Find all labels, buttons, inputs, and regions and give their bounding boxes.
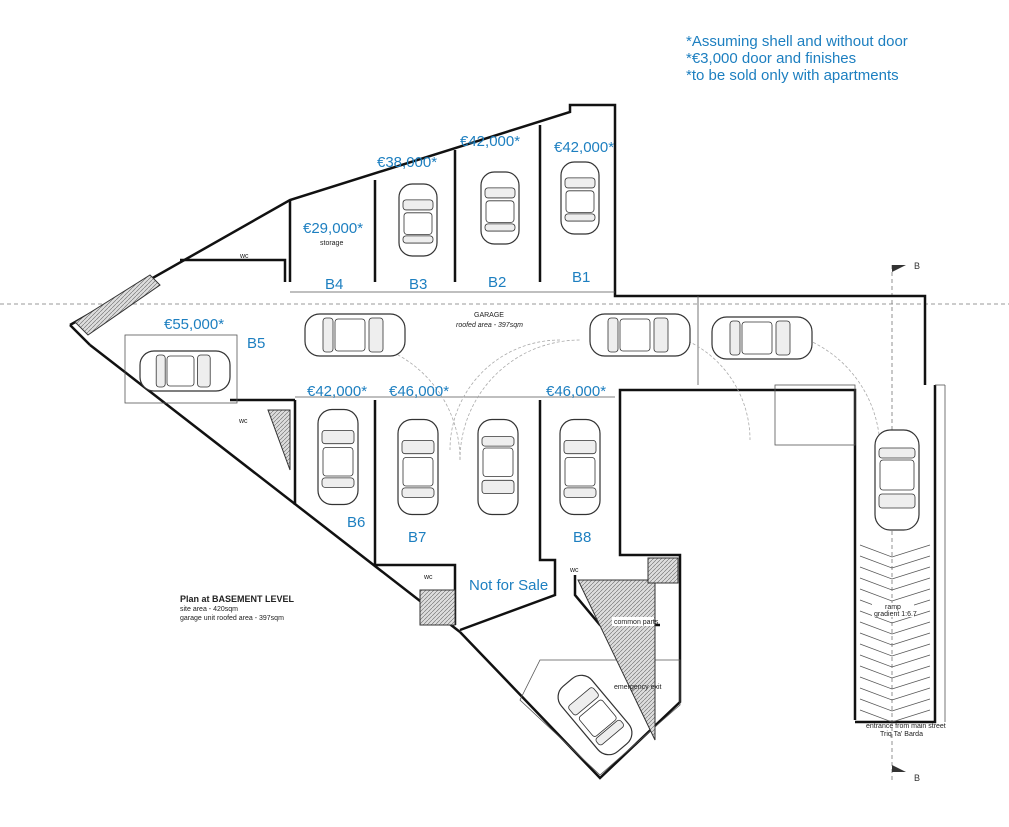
price-b6: €42,000* [307, 383, 367, 400]
lift-hatch [647, 557, 679, 584]
shaft-hatch [419, 589, 456, 626]
ramp-chevron [859, 610, 931, 624]
entrance-label: entrance from main street [866, 723, 946, 730]
site-area: site area - 420sqm [180, 606, 238, 613]
car-icon [398, 183, 438, 257]
section-marker: B [914, 773, 920, 783]
emergency-exit-label: emergency exit [614, 684, 662, 691]
car-icon [559, 418, 601, 516]
ramp-chevron [859, 654, 931, 668]
car-icon [874, 429, 920, 531]
price-b8: €46,000* [546, 383, 606, 400]
ramp-chevron [859, 544, 931, 558]
bay-label-b8: B8 [573, 529, 591, 546]
shaft-hatch [267, 409, 291, 471]
price-b2: €42,000* [460, 133, 520, 150]
bay-label-b4: B4 [325, 276, 343, 293]
wc-label: wc [423, 574, 433, 581]
stair-hatch [74, 274, 161, 336]
car-icon [711, 316, 813, 360]
ramp-chevron [859, 566, 931, 580]
section-arrow-icon [892, 265, 906, 272]
ramp-chevron [859, 588, 931, 602]
car-icon [480, 171, 520, 245]
car-icon [589, 313, 691, 357]
bay-label-b6: B6 [347, 514, 365, 531]
price-b7: €46,000* [389, 383, 449, 400]
wc-label: wc [569, 567, 579, 574]
car-icon [560, 161, 600, 235]
ramp-chevron [859, 676, 931, 690]
bay-label-b7: B7 [408, 529, 426, 546]
ramp-chevron [859, 709, 931, 723]
ramp-chevron [859, 687, 931, 701]
price-b1: €42,000* [554, 139, 614, 156]
ramp-chevron [859, 555, 931, 569]
roofed-area: garage unit roofed area - 397sqm [180, 615, 284, 622]
price-b3: €38,000* [377, 154, 437, 171]
note-door: *€3,000 door and finishes [686, 50, 857, 67]
price-b5: €55,000* [164, 316, 224, 333]
common-parts-label: common parts [614, 619, 659, 626]
car-icon [477, 418, 519, 516]
garage-label: GARAGE [474, 312, 504, 319]
storage-label: storage [320, 240, 343, 247]
ramp-chevron [859, 621, 931, 635]
not-for-sale-label: Not for Sale [469, 577, 548, 594]
ramp-chevron [859, 643, 931, 657]
car-icon [139, 350, 231, 392]
section-marker: B [914, 261, 920, 271]
ramp-chevron [859, 577, 931, 591]
price-b4: €29,000* [303, 220, 363, 237]
car-icon [304, 313, 406, 357]
ramp-chevron [859, 632, 931, 646]
interior-lines [124, 291, 946, 776]
car-icon [317, 408, 359, 506]
section-arrow-icon [892, 765, 906, 772]
ramp-chevron [859, 665, 931, 679]
bay-label-b3: B3 [409, 276, 427, 293]
wc-label: wc [239, 253, 249, 260]
bay-label-b2: B2 [488, 274, 506, 291]
car-icon [557, 674, 633, 756]
ramp-chevron [859, 698, 931, 712]
wc-label: wc [238, 418, 248, 425]
plan-title: Plan at BASEMENT LEVEL [180, 594, 295, 604]
note-shell: *Assuming shell and without door [686, 33, 908, 50]
ramp-label: ramp [885, 604, 901, 611]
bay-label-b5: B5 [247, 335, 265, 352]
bay-label-b1: B1 [572, 269, 590, 286]
ramp [859, 544, 931, 723]
cars [139, 161, 920, 756]
note-apartments: *to be sold only with apartments [686, 67, 899, 84]
ramp-gradient: gradient 1:6.7 [874, 611, 917, 618]
title-block: Plan at BASEMENT LEVEL site area - 420sq… [180, 594, 294, 623]
street-label: Triq Ta' Barda [880, 731, 923, 738]
garage-area-label: roofed area - 397sqm [456, 322, 523, 329]
car-icon [397, 418, 439, 516]
